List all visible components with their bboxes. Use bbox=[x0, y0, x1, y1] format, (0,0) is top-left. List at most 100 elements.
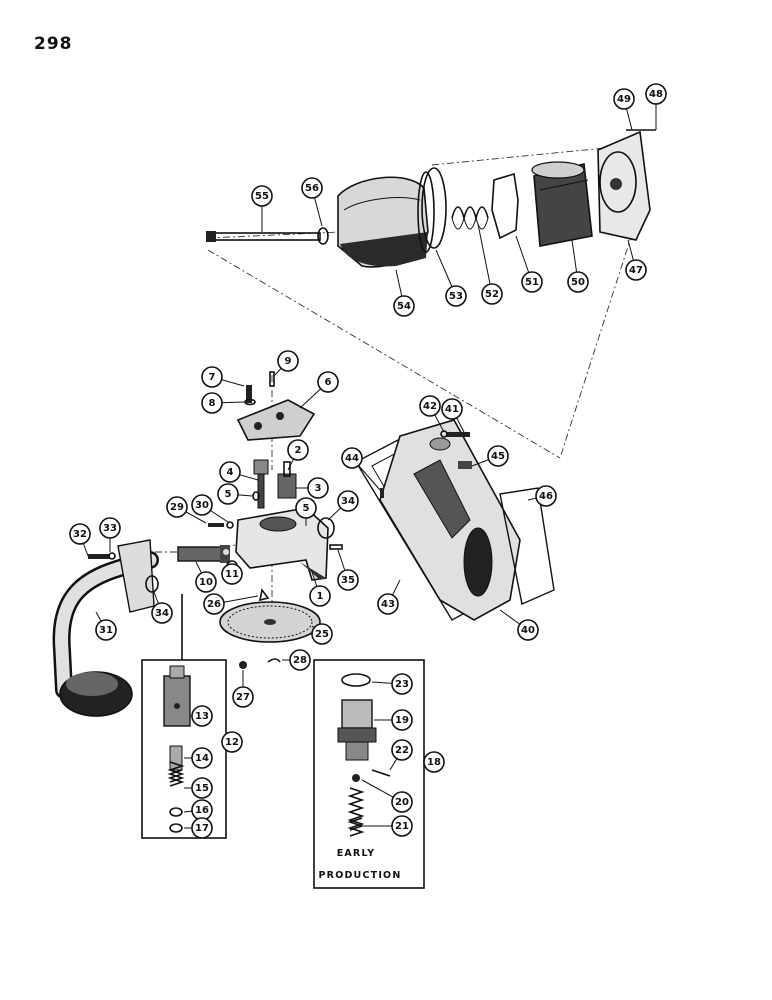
callout-number: 17 bbox=[195, 823, 209, 834]
callout-circle bbox=[337, 569, 359, 591]
callout-number: 5 bbox=[303, 503, 310, 514]
callout-circle bbox=[69, 523, 91, 545]
callout-part-4: 4 bbox=[219, 461, 259, 483]
callout-circle bbox=[341, 447, 363, 469]
callout-part-34: 34 bbox=[151, 591, 173, 624]
callout-part-23: 23 bbox=[371, 673, 413, 695]
callout-part-6: 6 bbox=[299, 371, 339, 409]
relief-valve-housing bbox=[177, 545, 230, 563]
valve-washer bbox=[169, 807, 183, 817]
callout-circle bbox=[166, 496, 188, 518]
callout-circle bbox=[377, 593, 399, 615]
inset-o-ring bbox=[341, 673, 371, 687]
callout-number: 46 bbox=[539, 491, 553, 502]
callout-part-34: 34 bbox=[327, 490, 359, 521]
callout-circle bbox=[567, 271, 589, 293]
callout-number: 8 bbox=[209, 398, 216, 409]
callout-number: 40 bbox=[521, 625, 535, 636]
callout-circle bbox=[391, 815, 413, 837]
callout-number: 47 bbox=[629, 265, 643, 276]
filter-base bbox=[597, 130, 651, 241]
callout-part-16: 16 bbox=[183, 799, 213, 821]
callout-number: 49 bbox=[617, 94, 631, 105]
cotter-pin bbox=[267, 658, 281, 663]
callout-part-43: 43 bbox=[377, 579, 401, 615]
pump-body bbox=[235, 507, 329, 581]
callout-part-51: 51 bbox=[515, 235, 543, 293]
callout-number: 13 bbox=[195, 711, 209, 722]
callout-number: 32 bbox=[73, 529, 87, 540]
callout-circle bbox=[487, 445, 509, 467]
callout-circle bbox=[295, 497, 317, 519]
callout-part-3: 3 bbox=[296, 477, 329, 499]
callout-part-54: 54 bbox=[393, 269, 415, 317]
early-label-line1: EARLY bbox=[337, 848, 376, 859]
callout-part-5: 5 bbox=[295, 497, 317, 526]
valve-pin bbox=[371, 769, 391, 777]
callout-part-45: 45 bbox=[471, 445, 509, 467]
callout-part-49: 49 bbox=[613, 88, 635, 131]
callout-part-27: 27 bbox=[232, 670, 254, 708]
callout-circle bbox=[219, 461, 241, 483]
cover-dowel-pin bbox=[269, 371, 275, 387]
bolt-seal-washer bbox=[317, 227, 329, 245]
filter-spring bbox=[451, 206, 489, 230]
callout-circle bbox=[191, 747, 213, 769]
callout-part-55: 55 bbox=[251, 185, 273, 232]
callout-number: 4 bbox=[227, 467, 234, 478]
callout-number: 45 bbox=[491, 451, 505, 462]
callout-part-48: 48 bbox=[645, 83, 667, 130]
gear-nut bbox=[239, 661, 247, 669]
callout-number: 48 bbox=[649, 89, 663, 100]
callout-circle bbox=[251, 185, 273, 207]
callout-circle bbox=[95, 619, 117, 641]
callout-part-25: 25 bbox=[311, 623, 333, 645]
callout-circle bbox=[151, 602, 173, 624]
early-valve-body bbox=[337, 699, 377, 761]
callout-part-47: 47 bbox=[625, 239, 647, 281]
callout-number: 27 bbox=[236, 692, 250, 703]
callout-part-33: 33 bbox=[99, 517, 121, 552]
callout-part-28: 28 bbox=[282, 649, 311, 671]
callout-part-7: 7 bbox=[201, 366, 245, 388]
callout-number: 9 bbox=[285, 356, 292, 367]
callout-part-44: 44 bbox=[341, 447, 381, 491]
valve-plunger bbox=[169, 745, 183, 771]
callout-number: 1 bbox=[317, 591, 324, 602]
callout-number: 19 bbox=[395, 715, 409, 726]
callout-circle bbox=[195, 571, 217, 593]
body-dowel bbox=[329, 544, 343, 550]
callout-part-35: 35 bbox=[337, 549, 359, 591]
callout-part-2: 2 bbox=[287, 439, 309, 471]
callout-circle bbox=[441, 398, 463, 420]
callout-circle bbox=[517, 619, 539, 641]
cover-screw bbox=[246, 385, 252, 403]
callout-part-30: 30 bbox=[191, 494, 229, 523]
callout-circle bbox=[613, 88, 635, 110]
callout-circle bbox=[309, 585, 331, 607]
callout-number: 10 bbox=[199, 577, 213, 588]
callout-number: 6 bbox=[325, 377, 332, 388]
callout-circle bbox=[301, 177, 323, 199]
filter-o-ring bbox=[421, 167, 447, 249]
callout-leader bbox=[477, 223, 493, 295]
callout-circle bbox=[191, 705, 213, 727]
callout-circle bbox=[317, 371, 339, 393]
tube-bolt bbox=[88, 554, 110, 559]
callout-number: 29 bbox=[170, 502, 184, 513]
suction-tube bbox=[52, 539, 159, 699]
callout-circle bbox=[221, 563, 243, 585]
cover-lockwasher bbox=[244, 398, 256, 406]
callout-number: 23 bbox=[395, 679, 409, 690]
callout-circle bbox=[391, 709, 413, 731]
callout-circle bbox=[99, 517, 121, 539]
cover-hole bbox=[254, 422, 262, 430]
alignment-line-filter-right bbox=[559, 233, 633, 459]
callout-part-52: 52 bbox=[477, 223, 503, 305]
callout-circle bbox=[191, 817, 213, 839]
callout-part-53: 53 bbox=[435, 249, 467, 307]
valve-spring bbox=[167, 761, 185, 787]
early-label-line2: PRODUCTION bbox=[319, 870, 402, 881]
callout-number: 3 bbox=[315, 483, 322, 494]
callout-number: 50 bbox=[571, 277, 585, 288]
